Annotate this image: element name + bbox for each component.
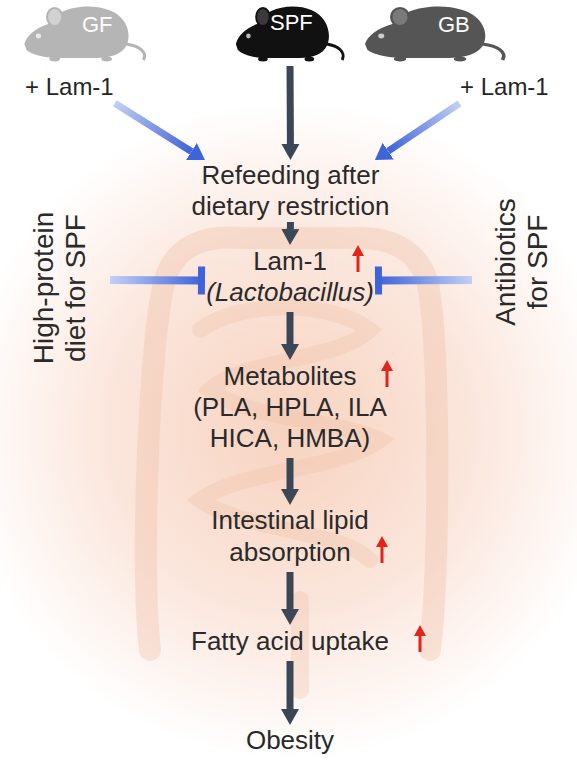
process-step: Fatty acid uptake [160, 625, 420, 657]
mouse-node: GB + Lam-1 [360, 0, 550, 100]
mouse-label: + Lam-1 [460, 73, 549, 100]
mouse-foot [454, 57, 467, 62]
process-step: Refeeding after dietary restriction [178, 160, 403, 222]
inhibition-arrow [110, 276, 202, 285]
text-line: (PLA, HPLA, ILA HICA, HMBA) [180, 392, 400, 454]
flow-arrow [287, 458, 294, 489]
mouse-eye [378, 34, 384, 39]
increase-arrow [375, 536, 389, 564]
mouse-foot [394, 57, 407, 62]
process-step: Metabolites(PLA, HPLA, ILA HICA, HMBA) [180, 360, 400, 454]
text-line: Obesity [190, 725, 390, 756]
flow-arrow [287, 66, 294, 144]
step-text: (PLA, HPLA, ILA HICA, HMBA) [193, 392, 387, 453]
intervention-label: Antibiotics for SPF [472, 187, 572, 337]
inhibition-arrow [378, 276, 472, 285]
mouse-node: SPF [232, 0, 348, 62]
flow-arrow [115, 103, 192, 151]
mouse-label: + Lam-1 [25, 73, 114, 100]
mouse-tail [483, 44, 504, 60]
flow-arrow [287, 661, 294, 709]
flow-arrow [287, 312, 294, 344]
flow-arrow [287, 572, 294, 609]
mouse-foot [49, 57, 60, 62]
mouse-tail [126, 44, 144, 60]
text-line: Lam-1 [202, 245, 378, 277]
step-text: Antibiotics for SPF [490, 198, 553, 326]
mouse-body [24, 6, 128, 58]
mouse-foot [305, 57, 315, 62]
step-text: Refeeding after dietary restriction [192, 160, 390, 221]
mouse-ear [47, 8, 62, 26]
process-step: Lam-1(Lactobacillus) [202, 245, 378, 308]
increase-arrow-head [414, 625, 426, 636]
text-line: + Lam-1 [25, 74, 114, 100]
increase-arrow [380, 360, 394, 388]
colon-illustration [146, 237, 437, 650]
text-line: Antibiotics for SPF [490, 187, 554, 337]
intervention-label: High-protein diet for SPF [10, 193, 110, 383]
mouse-eye [36, 34, 41, 39]
text-line: Metabolites [180, 360, 400, 392]
process-step: Intestinal lipid absorption [180, 505, 400, 568]
text-line: High-protein diet for SPF [28, 193, 92, 383]
mouse-foot [258, 57, 268, 62]
text-line: + Lam-1 [460, 74, 549, 100]
text-line: GF [82, 12, 113, 38]
step-text: Intestinal lipid absorption [211, 505, 369, 567]
text-line: GB [438, 12, 470, 38]
mouse-ear [256, 8, 270, 26]
increase-arrow-head [381, 360, 393, 371]
mouse-label: GF [82, 12, 113, 37]
step-text: (Lactobacillus) [206, 277, 374, 307]
increase-arrow [351, 245, 365, 273]
text-line: Intestinal lipid absorption [180, 505, 400, 568]
step-text: Obesity [246, 725, 334, 755]
increase-arrow-head [376, 536, 388, 547]
text-line: SPF [270, 10, 313, 36]
mouse-foot [101, 57, 112, 62]
mouse-body [365, 6, 485, 58]
mouse-body [236, 6, 329, 58]
step-text: Metabolites [224, 361, 357, 391]
flow-arrow [388, 103, 459, 151]
step-text: High-protein diet for SPF [28, 212, 91, 365]
mouse-tail [327, 44, 343, 60]
outcome-step: Obesity [190, 725, 390, 756]
step-text: Lam-1 [253, 246, 327, 276]
flow-arrow [287, 222, 294, 229]
text-line: (Lactobacillus) [202, 277, 378, 308]
step-text: Fatty acid uptake [191, 626, 389, 656]
text-line: Refeeding after dietary restriction [178, 160, 403, 222]
mouse-label: SPF [270, 10, 313, 35]
text-line: Fatty acid uptake [160, 625, 420, 657]
mouse-label: GB [438, 12, 470, 37]
increase-arrow-head [352, 245, 364, 256]
mouse-node: GF + Lam-1 [20, 0, 150, 100]
mouse-ear [391, 8, 409, 26]
mouse-shape [360, 0, 510, 62]
mouse-eye [246, 34, 251, 39]
increase-arrow [413, 625, 427, 653]
